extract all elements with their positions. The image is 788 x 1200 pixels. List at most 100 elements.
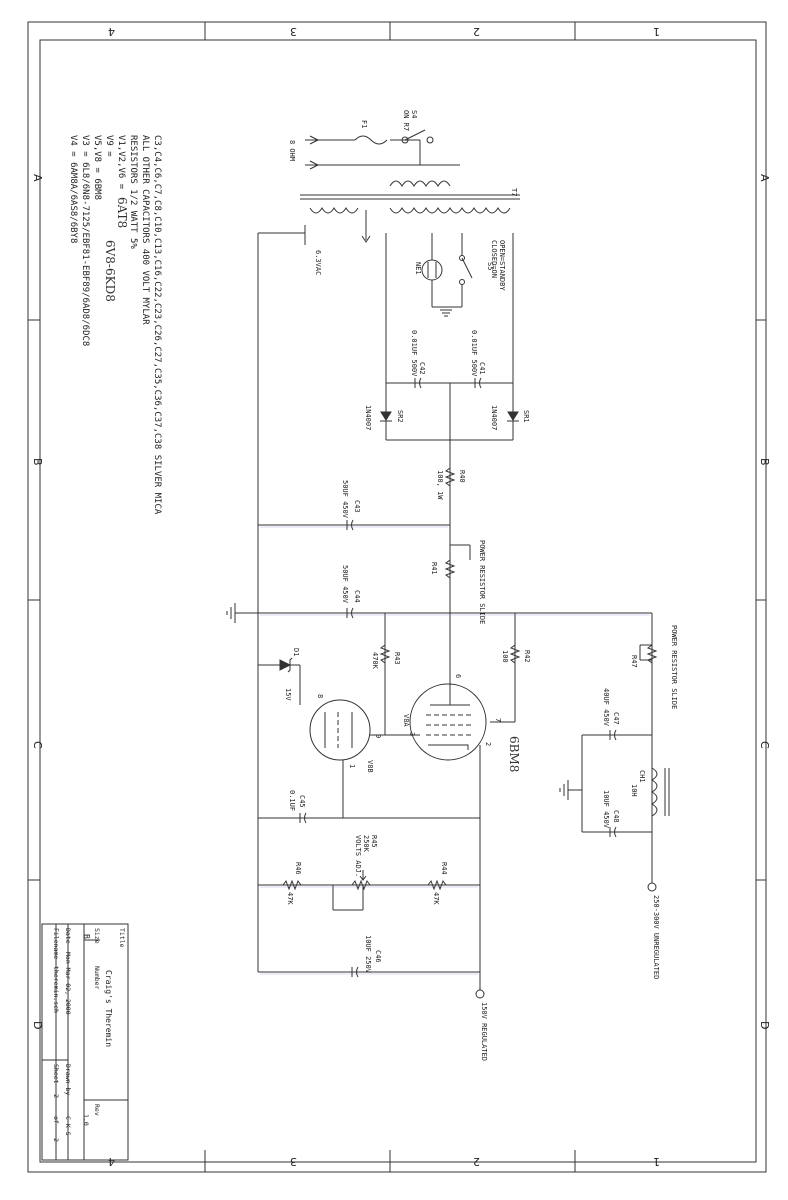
- r46-label: R46: [294, 862, 302, 875]
- s4-label: S4: [410, 110, 418, 118]
- zone-right-c: C: [758, 741, 771, 749]
- tb-drawn: C K S: [64, 1116, 72, 1136]
- v8b-pin-1: 1: [348, 764, 356, 768]
- zone-top-3: 3: [290, 25, 297, 38]
- capacitor-c44: [346, 607, 354, 619]
- wiring: [235, 139, 653, 990]
- hand-note-6bm8: 6BM8: [507, 736, 521, 772]
- fuse-f1: [354, 135, 388, 145]
- resistor-r43: [379, 644, 391, 664]
- tb-of: 2: [52, 1138, 60, 1142]
- tb-date: Mon Mar 02, 2000: [64, 952, 72, 1015]
- zone-labels: 4 3 2 1 4 3 2 1 A B C D A B C D: [31, 25, 771, 1168]
- v8a-pin-6: 6: [454, 674, 462, 678]
- zone-bottom-4: 4: [108, 1155, 115, 1168]
- choke-ch1: [651, 767, 670, 817]
- neon-ne1: [421, 250, 443, 307]
- zone-bottom-3: 3: [290, 1155, 297, 1168]
- zone-right-b: B: [758, 458, 771, 466]
- zone-top-2: 2: [473, 25, 480, 38]
- sr1-value: 1N4007: [490, 405, 498, 430]
- r45-wiper-arrow-icon: [359, 870, 367, 881]
- transformer-t7: [300, 180, 520, 214]
- zone-bottom-1: 1: [653, 1155, 660, 1168]
- zener-d1: [279, 657, 293, 673]
- output-8ohm-arrows: [309, 135, 319, 170]
- note-line-8: V4 = 6AM8A/6AS8/6BY8: [68, 135, 78, 243]
- heater-arrow-icon: [361, 210, 371, 243]
- c46-value: 10UF 250V: [364, 935, 372, 974]
- c44-value: 50UF 450V: [341, 565, 349, 604]
- tube-v8a: [409, 680, 487, 761]
- zone-right-d: D: [758, 1021, 771, 1029]
- sr2-value: 1N4007: [364, 405, 372, 430]
- r47-value: POWER RESISTOR SLIDE: [670, 625, 678, 709]
- s4-value: ON R7: [402, 110, 410, 131]
- note-line-2: ALL OTHER CAPACITORS 400 VOLT MYLAR: [140, 135, 150, 325]
- title-block: [41, 923, 129, 1161]
- out-8ohm-label: 8 OHM: [288, 140, 296, 161]
- hand-note-6v8: 6V8-6KD8: [103, 240, 117, 302]
- r45-label: R45: [370, 835, 378, 848]
- capacitor-c47: [609, 729, 617, 741]
- r47-label: R47: [630, 655, 638, 668]
- c42-label: C42: [418, 362, 426, 375]
- r45-note: VOLTS ADJ.: [354, 835, 362, 877]
- resistor-r44: [427, 879, 447, 891]
- v8a-pin-2: 2: [484, 742, 492, 746]
- resistor-r46: [282, 879, 302, 891]
- note-line-4: V1,V2,V6 =: [116, 135, 126, 190]
- v8b-pin-9: 9: [374, 734, 382, 738]
- r44-label: R44: [440, 862, 448, 875]
- r42-value: 100: [501, 650, 509, 663]
- title-block-text: Title Craig's Theremin Size B Number Rev…: [52, 928, 126, 1142]
- zone-right-a: A: [758, 174, 771, 182]
- sr2-label: SR2: [396, 410, 404, 423]
- zone-left-b: B: [31, 458, 44, 466]
- out-unreg-label: 250-300V UNREGULATED: [652, 895, 660, 979]
- s5-note-open: OPEN=STANDBY: [498, 240, 506, 291]
- tb-rev: 1.0: [82, 1114, 90, 1126]
- note-line-5: V9 =: [104, 135, 114, 157]
- ground-symbol-right: [559, 780, 569, 800]
- v8a-pin-7: 7: [494, 718, 502, 722]
- r40-value: 100, 1W: [436, 470, 444, 500]
- ne1-label: NE1: [414, 262, 422, 275]
- f1-label: F1: [360, 120, 368, 128]
- t7-label: T7: [510, 188, 518, 196]
- c46-label: C46: [374, 950, 382, 963]
- c47-label: C47: [612, 712, 620, 725]
- capacitor-c48: [609, 826, 617, 838]
- ch1-label: CH1: [638, 770, 646, 783]
- c47-value: 40UF 450V: [602, 688, 610, 727]
- c41-value: 0.01UF 500V: [470, 330, 478, 377]
- zone-top-1: 1: [653, 25, 660, 38]
- switch-s4: [401, 129, 434, 144]
- tb-title: Craig's Theremin: [104, 970, 113, 1047]
- r42-label: R42: [523, 650, 531, 663]
- zone-top-4: 4: [108, 25, 115, 38]
- switch-s5: [459, 250, 473, 307]
- c48-label: C48: [612, 810, 620, 823]
- r41-value: POWER RESISTOR SLIDE: [478, 540, 486, 624]
- r43-label: R43: [393, 652, 401, 665]
- tb-drawn-label: Drawn by: [64, 1064, 72, 1095]
- ch1-value: 10H: [630, 784, 638, 797]
- tb-date-label: Date: [64, 928, 72, 944]
- v8a-label: V8A: [402, 714, 410, 727]
- s5-label: S5: [486, 262, 494, 270]
- v8b-label: V8B: [366, 760, 374, 773]
- output-unregulated-terminal: [647, 882, 657, 892]
- notes-block: C3,C4,C6,C7,C8,C10,C13,C16,C22,C23,C26,C…: [68, 135, 162, 515]
- resistor-r40: [444, 467, 456, 487]
- tb-filename-label: Filename: [52, 928, 60, 959]
- note-line-6: V5,V8 = 6BM8: [92, 135, 102, 200]
- c43-value: 50UF 450V: [341, 480, 349, 519]
- tb-size-label: Size: [93, 928, 101, 944]
- tb-sheet: 2: [52, 1094, 60, 1098]
- v8b-pin-8: 8: [316, 694, 324, 698]
- potentiometer-r45: [351, 879, 371, 891]
- c42-value: 0.01UF 500V: [410, 330, 418, 377]
- note-line-7: V3 = 6L8/6N8-7125/EBF81-EBF89/6AD8/6DC8: [80, 135, 90, 346]
- wire-tints: [260, 526, 650, 975]
